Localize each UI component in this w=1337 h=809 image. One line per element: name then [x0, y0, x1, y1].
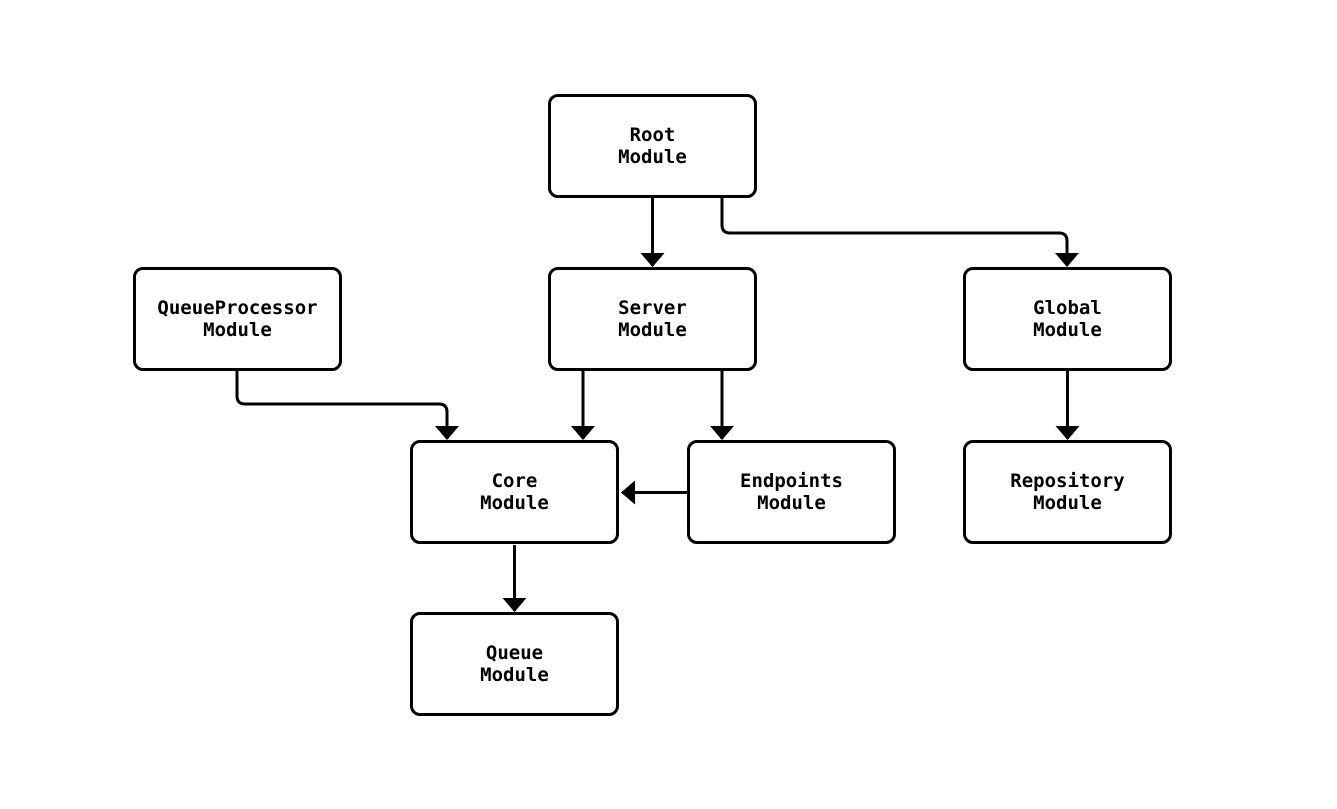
node-server-module: Server Module [548, 267, 757, 371]
node-label-line: Server [618, 297, 687, 319]
node-label-line: Module [757, 492, 826, 514]
edge-queueprocessor-to-core [235, 371, 459, 440]
node-label-line: Module [480, 664, 549, 686]
node-label-line: Module [1033, 319, 1102, 341]
node-endpoints-module: Endpoints Module [687, 440, 896, 544]
edge-root-to-global [720, 198, 1079, 267]
node-label-line: Queue [485, 642, 544, 664]
node-queue-module: Queue Module [410, 612, 619, 716]
node-global-module: Global Module [963, 267, 1172, 371]
node-label-line: Module [618, 146, 687, 168]
node-core-module: Core Module [410, 440, 619, 544]
node-label-line: Global [1033, 297, 1102, 319]
node-root-module: Root Module [548, 94, 757, 198]
node-repository-module: Repository Module [963, 440, 1172, 544]
node-label-line: Module [480, 492, 549, 514]
node-label-line: Endpoints [740, 470, 843, 492]
node-label-line: Repository [1010, 470, 1125, 492]
node-label-line: Module [1033, 492, 1102, 514]
node-label-line: Module [618, 319, 687, 341]
node-label-line: Module [203, 319, 272, 341]
node-queueprocessor-module: QueueProcessor Module [133, 267, 342, 371]
node-label-line: Core [491, 470, 538, 492]
node-label-line: Root [629, 124, 676, 146]
node-label-line: QueueProcessor [157, 297, 318, 319]
